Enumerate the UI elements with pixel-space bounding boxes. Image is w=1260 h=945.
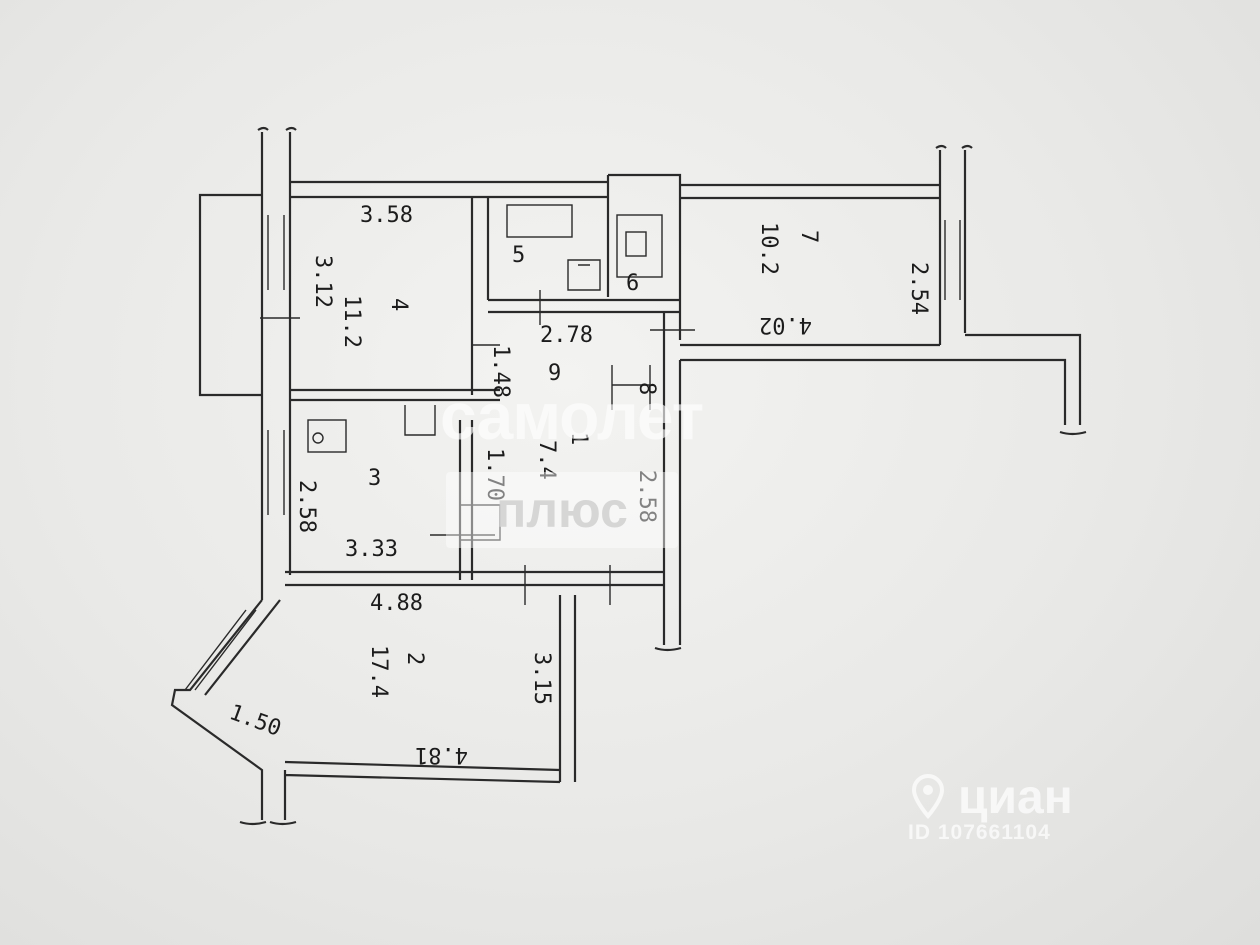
dim-room9-top: 2.78 <box>540 323 593 348</box>
room2-number: 2 <box>402 652 427 665</box>
dim-room2-top: 4.88 <box>370 591 423 616</box>
dim-room7-bottom: 4.02 <box>759 312 812 337</box>
outer-walls <box>170 126 1087 826</box>
room3-number: 3 <box>368 466 381 491</box>
plus-watermark-box: плюс <box>446 472 678 548</box>
room6-number: 6 <box>626 271 639 296</box>
room7-area: 10.2 <box>756 222 781 275</box>
dim-room2-bay: 1.50 <box>226 700 284 742</box>
plus-watermark-text: плюс <box>496 482 628 538</box>
room9-number: 9 <box>548 361 561 386</box>
room8-number: 8 <box>634 382 659 395</box>
room7-number: 7 <box>796 230 821 243</box>
dim-room2-bottom: 4.81 <box>415 742 468 767</box>
location-pin-icon <box>911 773 945 819</box>
dim-room3-bottom: 3.33 <box>345 537 398 562</box>
listing-id: ID 107661104 <box>908 821 1051 844</box>
dim-room4-top: 3.58 <box>360 203 413 228</box>
samolet-watermark: самолет <box>440 379 704 453</box>
cian-logo-text: циан <box>958 771 1073 824</box>
dim-room1-right: 2.58 <box>634 470 659 523</box>
cian-watermark: циан ID 107661104 <box>908 770 1073 845</box>
room5-number: 5 <box>512 243 525 268</box>
dim-room3-side: 2.58 <box>294 480 319 533</box>
room1-number: 1 <box>566 432 591 445</box>
dim-room4-side: 3.12 <box>310 255 335 308</box>
room1-area: 7.4 <box>534 440 559 480</box>
room4-area: 11.2 <box>339 295 364 348</box>
cian-logo: циан <box>908 770 1073 825</box>
dim-room2-right: 3.15 <box>529 652 554 705</box>
dim-room1-left: 1.70 <box>482 448 507 501</box>
room2-area: 17.4 <box>366 645 391 698</box>
dim-room9-side: 1.48 <box>488 345 513 398</box>
room4-number: 4 <box>386 298 411 311</box>
dim-room7-side: 2.54 <box>906 262 931 315</box>
